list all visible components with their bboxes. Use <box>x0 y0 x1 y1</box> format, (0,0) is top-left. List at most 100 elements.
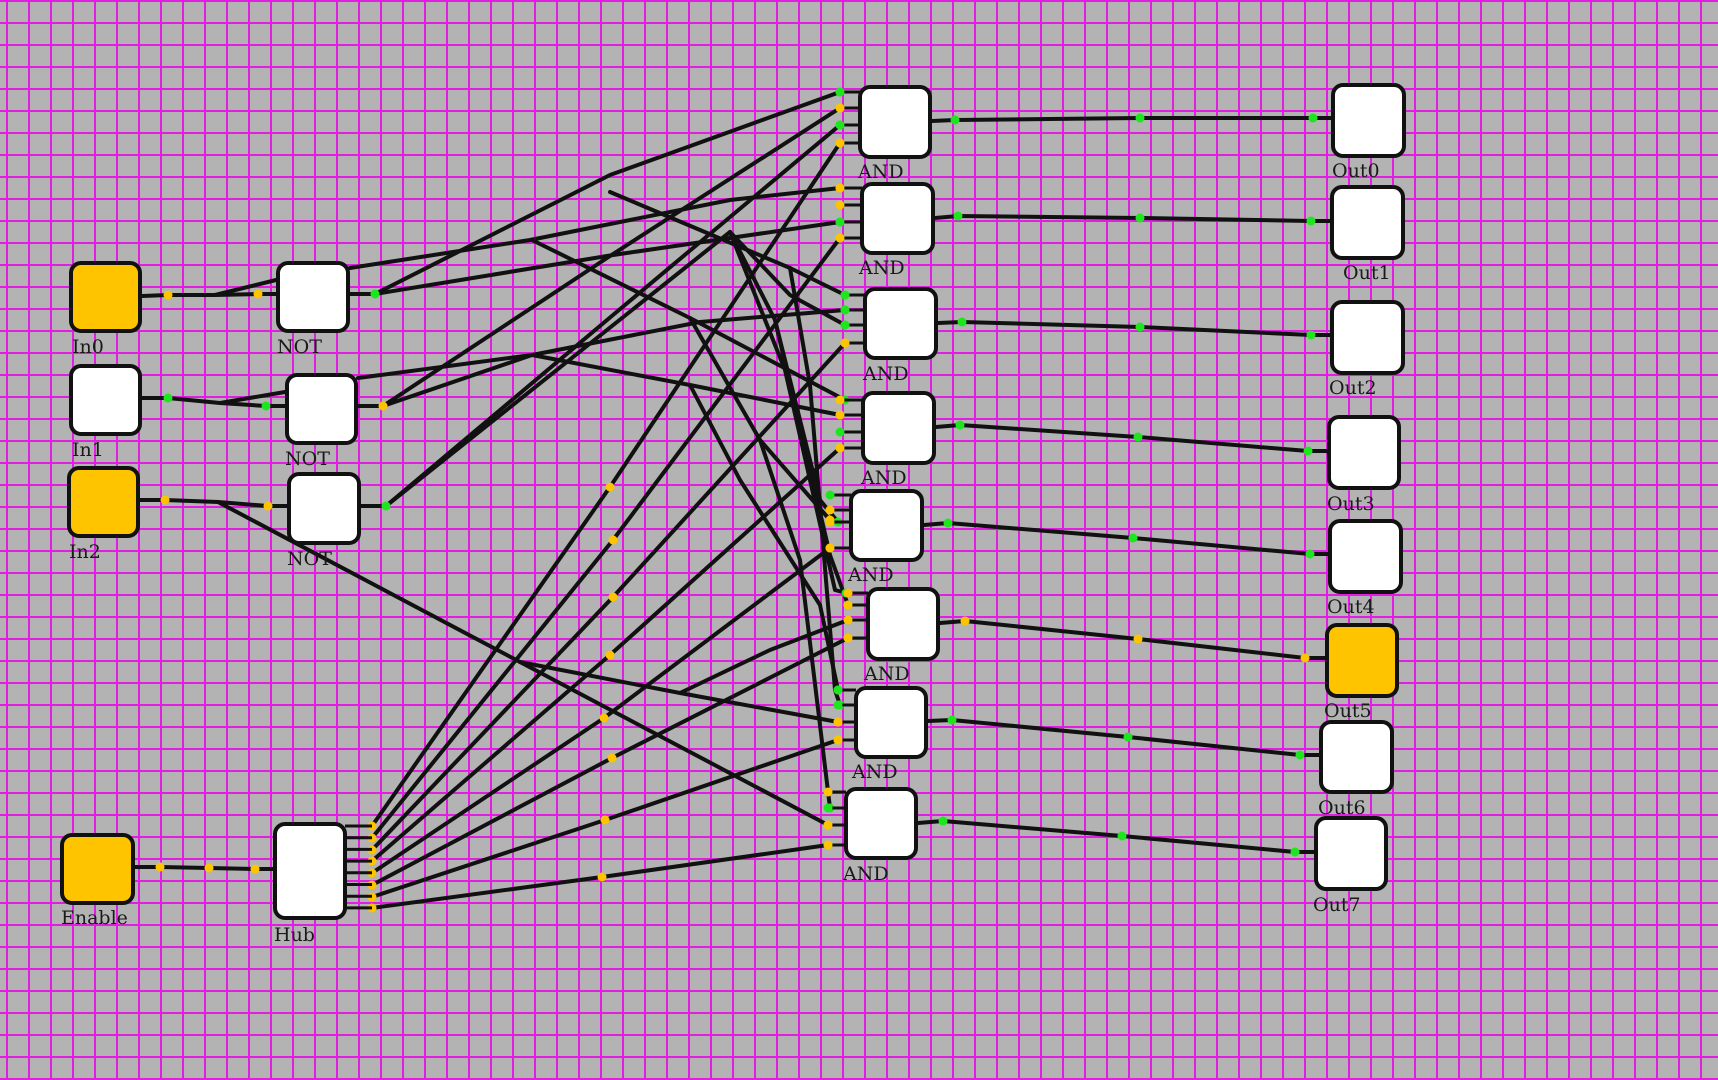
wire-node[interactable] <box>943 518 953 528</box>
wire-node[interactable] <box>1305 549 1315 559</box>
wire-node[interactable] <box>250 864 260 874</box>
wire-node[interactable] <box>608 592 618 602</box>
wire-node[interactable] <box>370 289 380 299</box>
wire-node[interactable] <box>1135 322 1145 332</box>
wire-node[interactable] <box>608 535 618 545</box>
wire-node[interactable] <box>960 616 970 626</box>
hub-hub[interactable] <box>273 822 347 920</box>
wire[interactable] <box>933 214 1332 223</box>
wire-node[interactable] <box>163 290 173 300</box>
wire-node[interactable] <box>1133 634 1143 644</box>
output-out2[interactable] <box>1330 300 1405 375</box>
output-out3[interactable] <box>1327 415 1401 490</box>
wire[interactable] <box>356 106 842 408</box>
wire-node[interactable] <box>381 501 391 511</box>
wire[interactable] <box>916 819 1316 854</box>
output-out5[interactable] <box>1325 623 1399 698</box>
wire-node[interactable] <box>953 211 963 221</box>
wire[interactable] <box>936 320 1332 337</box>
in2-label: In2 <box>69 541 101 563</box>
wire-node[interactable] <box>155 862 165 872</box>
wire-node[interactable] <box>1135 113 1145 123</box>
wire[interactable] <box>922 521 1330 556</box>
wire-node[interactable] <box>1300 653 1310 663</box>
and-and7[interactable] <box>844 787 918 860</box>
wire[interactable] <box>370 341 847 852</box>
and-and0[interactable] <box>858 85 932 159</box>
wire-node[interactable] <box>605 482 615 492</box>
wire[interactable] <box>348 90 842 296</box>
wire-node[interactable] <box>204 863 214 873</box>
wire-node[interactable] <box>597 872 607 882</box>
wire-node[interactable] <box>1303 446 1313 456</box>
wire[interactable] <box>926 718 1321 757</box>
wire-node[interactable] <box>163 393 173 403</box>
wire[interactable] <box>359 123 842 508</box>
wire-node[interactable] <box>1295 750 1305 760</box>
wire[interactable] <box>370 141 842 828</box>
and2-label: AND <box>863 363 909 385</box>
wire[interactable] <box>381 353 842 417</box>
not-not2[interactable] <box>287 472 361 545</box>
pin-state-dot <box>840 305 850 315</box>
wire[interactable] <box>788 266 842 707</box>
and-and3[interactable] <box>861 391 936 465</box>
input-enable[interactable] <box>60 833 135 905</box>
wire-node[interactable] <box>600 815 610 825</box>
wire[interactable] <box>773 318 840 524</box>
wire-node[interactable] <box>605 650 615 660</box>
output-out0[interactable] <box>1331 83 1406 158</box>
wire[interactable] <box>930 116 1333 123</box>
and-and4[interactable] <box>849 489 924 562</box>
wire[interactable] <box>938 619 1327 660</box>
wire-node[interactable] <box>955 420 965 430</box>
wire-node[interactable] <box>938 816 948 826</box>
wire[interactable] <box>518 660 840 724</box>
pin-state-dot <box>823 803 833 813</box>
output-out4[interactable] <box>1328 519 1403 594</box>
wire-node[interactable] <box>1123 732 1133 742</box>
wire-node[interactable] <box>1117 831 1127 841</box>
wire-node[interactable] <box>1308 113 1318 123</box>
wire[interactable] <box>758 438 832 810</box>
wire-node[interactable] <box>599 713 609 723</box>
wire[interactable] <box>934 423 1329 453</box>
and-and2[interactable] <box>863 287 938 360</box>
wire-node[interactable] <box>1290 847 1300 857</box>
input-in2[interactable] <box>67 466 140 538</box>
wire-node[interactable] <box>1306 216 1316 226</box>
input-in0[interactable] <box>69 261 142 333</box>
wire-node[interactable] <box>957 317 967 327</box>
wire-node[interactable] <box>261 401 271 411</box>
wire-node[interactable] <box>253 289 263 299</box>
wire-node[interactable] <box>160 495 170 505</box>
not-not0[interactable] <box>276 261 350 333</box>
wire[interactable] <box>213 278 278 297</box>
input-in1[interactable] <box>69 364 142 436</box>
and-and5[interactable] <box>866 587 940 661</box>
wire-node[interactable] <box>263 501 273 511</box>
output-out6[interactable] <box>1319 720 1394 794</box>
wire-node[interactable] <box>1135 213 1145 223</box>
wire-node[interactable] <box>607 753 617 763</box>
wire-node[interactable] <box>947 715 957 725</box>
wire[interactable] <box>678 618 850 695</box>
and-and1[interactable] <box>860 182 935 255</box>
wire[interactable] <box>728 230 848 595</box>
wire-node[interactable] <box>1133 432 1143 442</box>
output-out1[interactable] <box>1330 185 1405 260</box>
in1-label: In1 <box>72 439 104 461</box>
not-not1[interactable] <box>285 373 358 445</box>
wire-node[interactable] <box>950 115 960 125</box>
pin-state-dot <box>825 517 835 527</box>
wire[interactable] <box>218 390 287 405</box>
wire-node[interactable] <box>1128 533 1138 543</box>
wire-node[interactable] <box>1306 330 1316 340</box>
wire[interactable] <box>370 546 832 875</box>
and-and6[interactable] <box>854 686 928 759</box>
wire-node[interactable] <box>378 401 388 411</box>
wire[interactable] <box>348 186 842 270</box>
output-out7[interactable] <box>1314 816 1388 891</box>
